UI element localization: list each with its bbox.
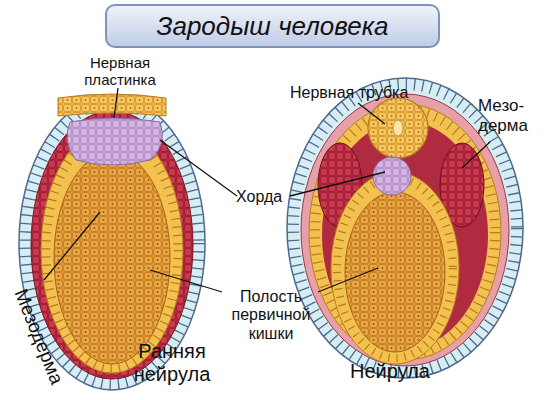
title-text: Зародыш человека <box>156 11 388 41</box>
leader-lines <box>44 88 490 292</box>
part-label: Нервная трубка <box>290 84 450 102</box>
part-label: Мезо- дерма <box>478 96 542 135</box>
part-label: Нервная пластинка <box>68 54 172 89</box>
part-label: Ранняя нейрула <box>110 340 234 386</box>
part-label: Нейрула <box>335 360 445 383</box>
title-box: Зародыш человека <box>105 4 440 48</box>
part-label: Полость первичной кишки <box>220 288 322 343</box>
part-label: Хорда <box>236 188 296 206</box>
